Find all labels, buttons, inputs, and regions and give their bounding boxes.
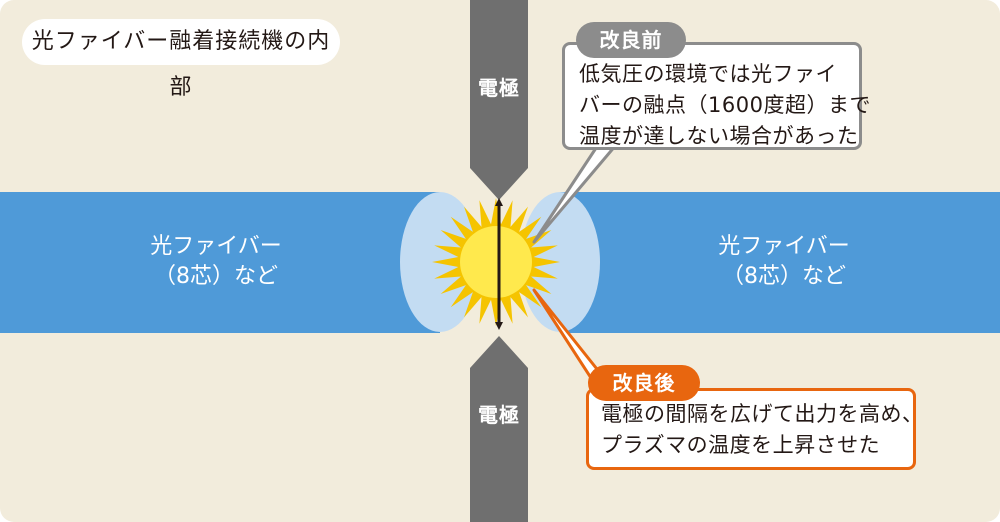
electrode-bottom [470,336,528,522]
fiber-left [0,192,440,333]
callout-before-line: 温度が達しない場合があった [579,124,859,148]
callout-after-tag: 改良後 [588,365,700,401]
fiber-left-label-line2: （8芯）など [154,264,278,289]
electrode-top [470,0,528,200]
spark-core [460,226,532,298]
callout-before-line: 低気圧の環境では光ファイ [579,62,837,86]
fiber-right-label-line2: （8芯）など [722,264,846,289]
callout-after-line: 電極の間隔を広げて出力を高め、 [601,402,924,426]
fiber-right-label: 光ファイバー （8芯）など [674,232,894,292]
callout-before-tag: 改良前 [576,22,686,58]
callout-after: 電極の間隔を広げて出力を高め、 プラズマの温度を上昇させた [586,388,924,470]
electrode-bottom-label: 電極 [478,403,520,427]
callout-before-line: バーの融点（1600度超）まで [579,93,871,117]
fiber-right [560,192,1000,333]
diagram-title: 光ファイバー融着接続機の内部 [22,19,340,100]
callout-after-line: プラズマの温度を上昇させた [601,433,881,457]
fiber-right-label-line1: 光ファイバー [718,234,850,259]
electrode-top-label: 電極 [478,76,520,100]
fiber-left-label-line1: 光ファイバー [150,234,282,259]
fiber-left-label: 光ファイバー （8芯）など [106,232,326,292]
callout-before: 低気圧の環境では光ファイ バーの融点（1600度超）まで 温度が達しない場合があ… [562,42,871,150]
